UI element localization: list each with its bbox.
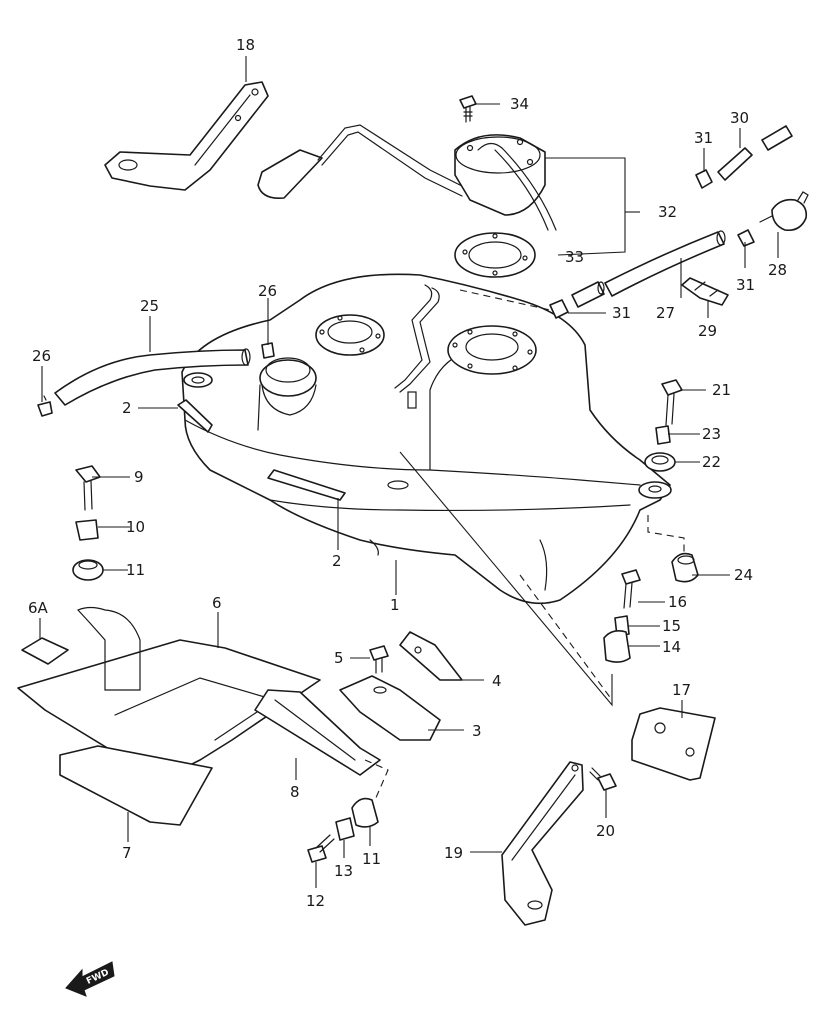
callout-32: 32: [658, 203, 677, 221]
callout-21: 21: [712, 381, 731, 399]
callout-18: 18: [236, 36, 255, 54]
part-13-collar: [335, 817, 355, 841]
callout-2-lower: 2: [332, 552, 342, 570]
callout-20: 20: [596, 822, 615, 840]
callout-6a: 6A: [28, 599, 49, 617]
callout-13: 13: [334, 862, 353, 880]
callout-11-lower: 11: [362, 850, 381, 868]
callout-22: 22: [702, 453, 721, 471]
callout-16: 16: [668, 593, 687, 611]
callout-7: 7: [122, 844, 132, 862]
callout-30: 30: [730, 109, 749, 127]
part-5-screw: [369, 645, 389, 674]
part-4-bracket-plate: [399, 631, 463, 681]
callout-5: 5: [334, 649, 344, 667]
callout-23: 23: [702, 425, 721, 443]
callout-8: 8: [290, 783, 300, 801]
callout-31-right: 31: [736, 276, 755, 294]
part-6a-pad: [21, 637, 69, 665]
part-2-pad-lower: [267, 469, 346, 501]
part-29-clip: [681, 277, 729, 306]
callout-34: 34: [510, 95, 529, 113]
callout-10: 10: [126, 518, 145, 536]
callout-31-top: 31: [694, 129, 713, 147]
callout-26-right: 26: [258, 282, 277, 300]
part-10-collar: [75, 519, 99, 541]
callout-27: 27: [656, 304, 675, 322]
callout-19: 19: [444, 844, 463, 862]
callout-labels: 18 34 30 31 32 28 31 33 27 29 31 25 26 2…: [28, 36, 787, 910]
part-32-fuel-pump-assembly: [257, 124, 557, 231]
part-34-screw: [459, 95, 477, 123]
callout-2-upper: 2: [122, 399, 132, 417]
part-3-bracket: [339, 675, 441, 741]
callout-3: 3: [472, 722, 482, 740]
part-9-bolt: [75, 465, 101, 511]
part-19-bracket: [501, 761, 584, 926]
part-26-clamp-right: [261, 342, 275, 359]
callout-12: 12: [306, 892, 325, 910]
part-21-bolt: [661, 379, 683, 426]
part-16-bolt: [621, 569, 641, 609]
part-7-pad: [59, 745, 213, 826]
callout-4: 4: [492, 672, 502, 690]
callout-29: 29: [698, 322, 717, 340]
part-31-clamp-right: [737, 229, 755, 247]
part-12-bolt: [307, 834, 335, 863]
part-27-hose: [604, 230, 726, 297]
part-11-cushion-left: [72, 559, 104, 581]
callout-15: 15: [662, 617, 681, 635]
part-31-clamp-top: [695, 169, 713, 189]
part-28-fuel-filter: [759, 191, 809, 232]
fwd-arrow-icon: FWD: [65, 961, 115, 997]
callout-9: 9: [134, 468, 144, 486]
part-1-fuel-tank: [181, 273, 672, 605]
part-18-bracket: [104, 81, 269, 191]
part-6-heat-shield: [17, 606, 321, 781]
part-30-hose-pieces: [717, 125, 793, 181]
callout-6: 6: [212, 594, 222, 612]
part-8-bracket: [254, 689, 381, 776]
callout-28: 28: [768, 261, 787, 279]
callout-31-left: 31: [612, 304, 631, 322]
part-33-gasket: [454, 232, 536, 278]
assembly-dashed-lines: [364, 289, 685, 801]
callout-1: 1: [390, 596, 400, 614]
part-26-clamp-left: [37, 395, 53, 417]
callout-14: 14: [662, 638, 681, 656]
part-20-screw: [589, 767, 617, 791]
part-14-cushion: [603, 630, 631, 663]
part-2-pad-upper: [177, 399, 213, 433]
part-22-grommet: [644, 452, 676, 472]
part-31-tube: [571, 281, 605, 308]
part-31-clamp-left: [549, 299, 569, 319]
callout-24: 24: [734, 566, 753, 584]
part-24-cushion: [671, 552, 699, 583]
part-25-hose: [54, 348, 251, 406]
callout-26-left: 26: [32, 347, 51, 365]
part-11-cushion-lower: [351, 797, 379, 828]
part-17-bracket: [631, 707, 716, 781]
part-23-collar: [655, 425, 671, 445]
leader-lines: [39, 56, 779, 888]
callout-11-left: 11: [126, 561, 145, 579]
callout-33: 33: [565, 248, 584, 266]
callout-17: 17: [672, 681, 691, 699]
callout-25: 25: [140, 297, 159, 315]
